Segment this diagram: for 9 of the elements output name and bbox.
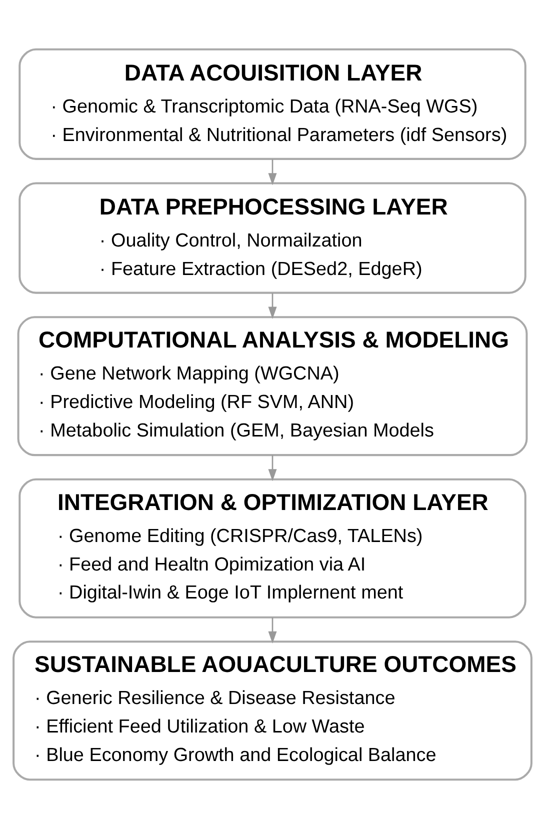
node-box: DATA ACOUISITION LAYER · Genomic & Transcriptomic Data (RNA-Seq WGS) · Environmental & Nutritional Parameters (idf Sensors) bbox=[18, 48, 526, 160]
arrow bbox=[268, 159, 277, 186]
node-box: INTEGRATION & OPTIMIZATION LAYER · Genome Editing (CRISPR/Cas9, TALENs) · Feed and Healtn Opimization via AI · Digital-Iwin & Eoge IoT Implernent ment bbox=[18, 478, 526, 618]
arrow bbox=[268, 455, 277, 482]
arrow bbox=[268, 617, 277, 644]
node-box: SUSTAINABLE AOUACULTURE OUTCOMES · Generic Resilience & Disease Resistance · Efficient Feed Utilization & Low Waste · Blue Economy Growth and Ecological Balance bbox=[12, 640, 532, 781]
arrow bbox=[268, 293, 277, 319]
node-box: DATA PREPHOCESSING LAYER · Ouality Control, Normailzation · Feature Extraction (DESed2, EdgeR) bbox=[18, 182, 526, 294]
node-box: COMPUTATIONAL ANALYSIS & MODELING · Gene Network Mapping (WGCNA) · Predictive Modeling (RF SVM, ANN) · Metabolic Simulation (GEM, Bayesian Models bbox=[17, 316, 528, 456]
